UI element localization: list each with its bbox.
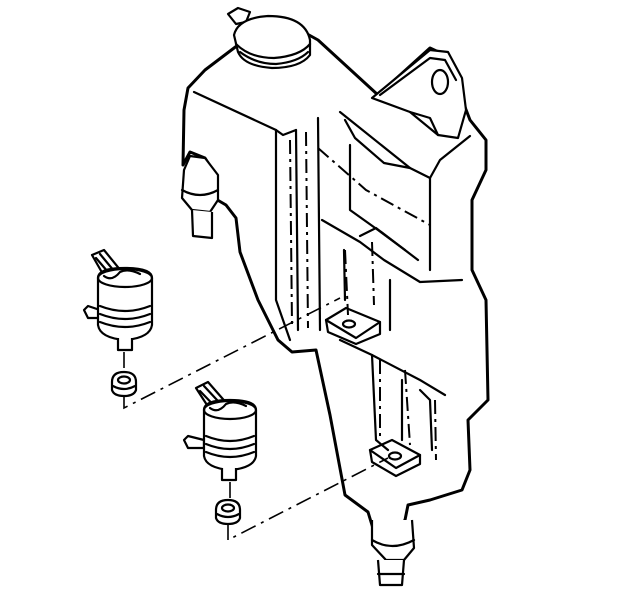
washer-fluid-reservoir [180, 28, 490, 587]
reservoir-outlet [370, 519, 416, 587]
pump-grommet-lower [214, 498, 242, 526]
washer-pump-upper [82, 248, 154, 352]
reservoir-cap [226, 6, 312, 70]
assembly-center-lines [123, 297, 389, 542]
pump-grommet-upper [110, 370, 138, 398]
mounting-bracket [370, 48, 468, 140]
filler-neck [180, 154, 220, 240]
washer-pump-lower [182, 380, 258, 482]
